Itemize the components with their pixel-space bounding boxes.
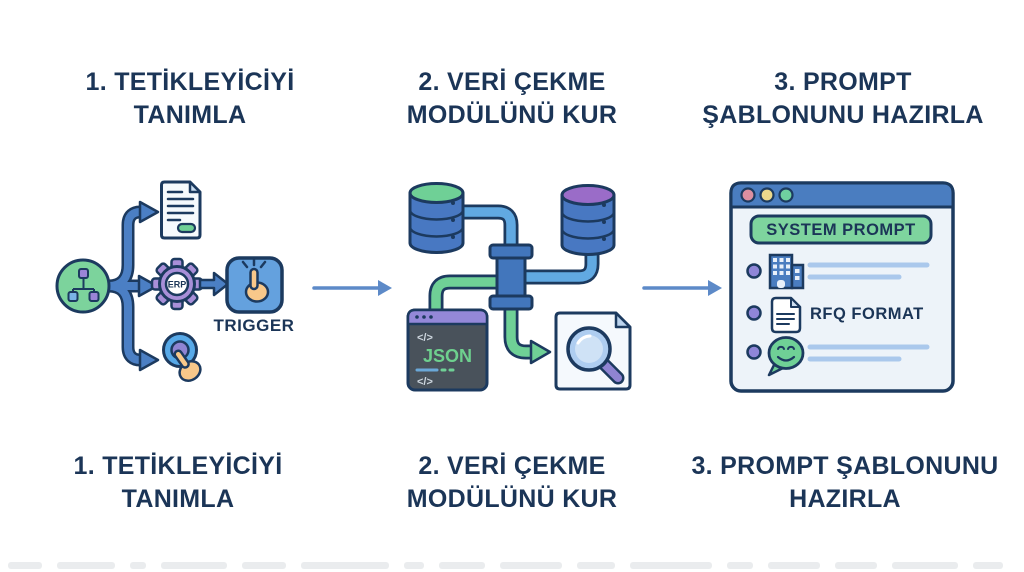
chat-smiley-icon	[767, 336, 805, 377]
step1-top-title-line1: 1. TETİKLEYİCİYİ	[85, 68, 295, 96]
step1-top-title: 1. TETİKLEYİCİYİ TANIMLA	[20, 66, 360, 132]
step-arrow-2-icon	[642, 280, 722, 296]
window-dot-yellow-icon	[759, 187, 775, 203]
flowchart-node-icon	[55, 258, 111, 314]
database-icon-right	[560, 184, 616, 256]
footer-segment	[242, 561, 286, 569]
trigger-button-icon	[225, 256, 284, 314]
pipes-icon	[428, 204, 600, 360]
step1-bottom-title-line2: TANIMLA	[121, 485, 235, 513]
window-dot-green-icon	[778, 187, 794, 203]
step2-bottom-title-line1: 2. VERİ ÇEKME	[418, 452, 606, 480]
press-button-icon	[162, 332, 202, 382]
footer-segment	[973, 561, 1003, 569]
footer-segment	[727, 561, 753, 569]
building-icon	[768, 253, 805, 290]
footer-segment	[835, 561, 877, 569]
step3-bottom-title-line1: 3. PROMPT ŞABLONUNU	[691, 452, 999, 480]
gear-to-trigger-arrow-icon	[198, 271, 230, 297]
step2-bottom-title-line2: MODÜLÜNÜ KUR	[406, 485, 618, 513]
step1-bottom-title-line1: 1. TETİKLEYİCİYİ	[73, 452, 283, 480]
magnifier-document-icon	[554, 311, 632, 391]
step2-top-title-line1: 2. VERİ ÇEKME	[418, 68, 606, 96]
footer-segment	[892, 561, 958, 569]
bullet-icon	[746, 263, 762, 279]
footer-segment	[577, 561, 615, 569]
footer-watermark-strip	[8, 561, 1016, 569]
step1-top-title-line2: TANIMLA	[133, 101, 247, 129]
pipe-coupling-icon	[488, 243, 534, 311]
bullet-icon	[746, 305, 762, 321]
json-window-icon: </> JSON </>	[406, 308, 489, 392]
footer-segment	[57, 561, 115, 569]
footer-segment	[630, 561, 712, 569]
branch-arrows-icon	[102, 200, 160, 372]
footer-segment	[500, 561, 562, 569]
code-top-label: </>	[417, 332, 433, 344]
step2-top-title: 2. VERİ ÇEKME MODÜLÜNÜ KUR	[342, 66, 682, 132]
step2-illustration: </> JSON </>	[406, 182, 632, 392]
erp-gear-icon: ERP	[150, 257, 204, 311]
footer-segment	[439, 561, 485, 569]
json-label: JSON	[423, 346, 472, 366]
green-arrowhead-icon	[529, 339, 552, 365]
erp-label: ERP	[168, 280, 187, 290]
footer-segment	[130, 561, 146, 569]
prompt-row-rfq: RFQ FORMAT	[746, 296, 924, 334]
step3-top-title-line1: 3. PROMPT	[774, 68, 912, 96]
step-arrow-1-icon	[312, 280, 392, 296]
footer-segment	[768, 561, 820, 569]
step1-bottom-title: 1. TETİKLEYİCİYİ TANIMLA	[8, 450, 348, 516]
database-icon-left	[408, 182, 465, 254]
window-dot-red-icon	[740, 187, 756, 203]
step2-top-title-line2: MODÜLÜNÜ KUR	[406, 101, 618, 129]
step3-bottom-title-line2: HAZIRLA	[789, 485, 901, 513]
footer-segment	[301, 561, 389, 569]
prompt-row-company	[746, 253, 930, 290]
step1-illustration: ERP TRIGGER	[55, 180, 295, 382]
step3-bottom-title: 3. PROMPT ŞABLONUNU HAZIRLA	[675, 450, 1015, 516]
system-prompt-label: SYSTEM PROMPT	[766, 221, 916, 239]
prompt-row-tone	[746, 336, 930, 377]
step3-top-title-line2: ŞABLONUNU HAZIRLA	[702, 101, 984, 129]
code-bottom-label: </>	[417, 376, 433, 388]
rfq-format-label: RFQ FORMAT	[810, 305, 924, 323]
step2-bottom-title: 2. VERİ ÇEKME MODÜLÜNÜ KUR	[342, 450, 682, 516]
rfq-document-icon	[770, 296, 802, 334]
footer-segment	[404, 561, 424, 569]
step3-illustration: SYSTEM PROMPT	[729, 181, 955, 393]
bullet-icon	[746, 344, 762, 360]
step3-top-title: 3. PROMPT ŞABLONUNU HAZIRLA	[673, 66, 1013, 132]
trigger-label: TRIGGER	[214, 316, 295, 335]
footer-segment	[161, 561, 227, 569]
footer-segment	[8, 561, 42, 569]
system-prompt-button: SYSTEM PROMPT	[749, 214, 933, 245]
document-icon	[160, 180, 202, 240]
